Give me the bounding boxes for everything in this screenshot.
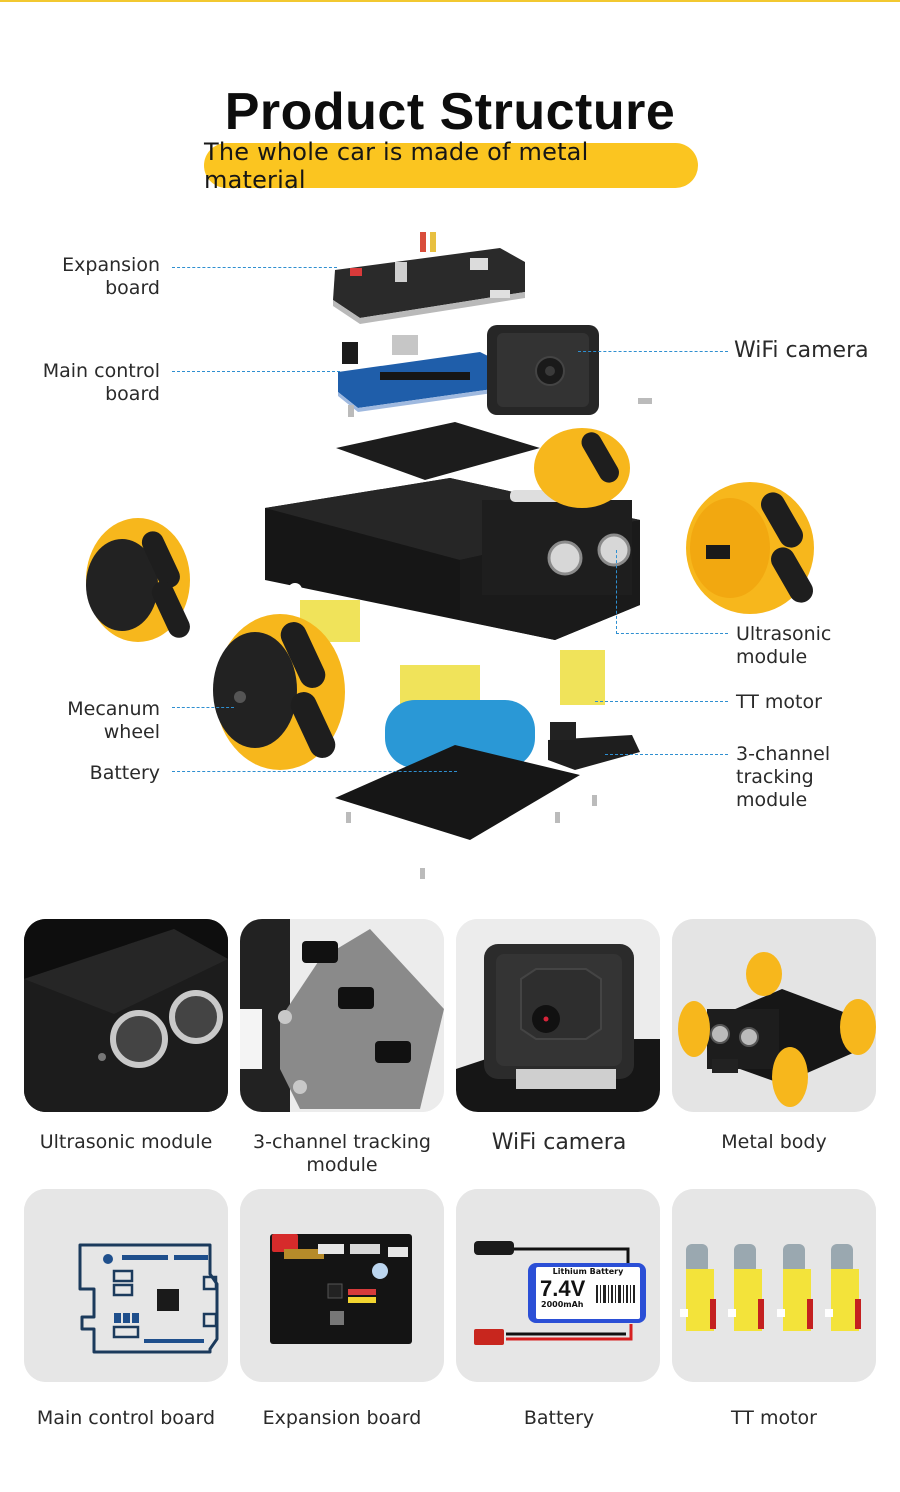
caption-line: Ultrasonic module	[39, 1131, 213, 1153]
label-main-control-board: Main control board	[20, 360, 160, 406]
wifi-camera-illustration	[487, 325, 599, 415]
card-tt-motor	[672, 1189, 876, 1382]
leader-tracking-module	[605, 754, 728, 755]
caption-line: Main control board	[36, 1407, 216, 1429]
label-line: board	[105, 383, 160, 405]
label-line: WiFi camera	[734, 338, 869, 363]
main-control-board-icon	[24, 1189, 228, 1382]
card-main-control-board	[24, 1189, 228, 1382]
label-line: Main control	[42, 360, 160, 382]
leader-ultrasonic-vertical	[616, 550, 617, 634]
mecanum-wheel-illustration	[86, 428, 814, 770]
leader-tt-motor	[595, 701, 728, 702]
top-accent-line	[0, 0, 900, 2]
subtitle-badge: The whole car is made of metal material	[204, 138, 698, 194]
tt-motor-photo	[672, 1189, 876, 1382]
label-battery: Battery	[40, 762, 160, 785]
caption-line: Battery	[523, 1407, 595, 1429]
metal-body-photo	[672, 919, 876, 1112]
ultrasonic-module-photo	[24, 919, 228, 1112]
card-ultrasonic-module	[24, 919, 228, 1112]
subtitle-text: The whole car is made of metal material	[204, 137, 589, 194]
caption-line: TT motor	[731, 1407, 817, 1429]
caption-tracking-module: 3-channel tracking module	[232, 1131, 452, 1177]
label-tracking-module: 3-channel tracking module	[736, 743, 876, 812]
label-mecanum-wheel: Mecanum wheel	[40, 698, 160, 744]
expansion-board-illustration	[333, 232, 525, 324]
card-expansion-board	[240, 1189, 444, 1382]
label-line: Ultrasonic	[736, 623, 832, 645]
caption-battery: Battery	[449, 1407, 669, 1430]
caption-wifi-camera: WiFi camera	[449, 1130, 669, 1156]
battery-capacity: 2000mAh	[541, 1300, 584, 1309]
leader-battery	[172, 771, 457, 772]
caption-ultrasonic-module: Ultrasonic module	[20, 1131, 232, 1154]
label-expansion-board: Expansion board	[40, 254, 160, 300]
page-title: Product Structure	[224, 83, 676, 141]
leader-main-control-board	[172, 371, 340, 372]
leader-ultrasonic-module	[616, 633, 728, 634]
main-control-board-illustration	[338, 335, 500, 412]
battery-label-title: Lithium Battery	[552, 1267, 624, 1276]
battery-voltage: 7.4V	[540, 1276, 586, 1301]
leader-mecanum-wheel	[172, 707, 234, 708]
robot-car-exploded-illustration	[86, 232, 814, 879]
card-metal-body	[672, 919, 876, 1112]
label-line: module	[736, 646, 808, 668]
barcode-icon	[596, 1285, 635, 1303]
caption-metal-body: Metal body	[664, 1131, 884, 1154]
label-line: tracking	[736, 766, 814, 788]
tracking-module-photo	[240, 919, 444, 1112]
expansion-board-photo	[240, 1189, 444, 1382]
caption-expansion-board: Expansion board	[232, 1407, 452, 1430]
leader-wifi-camera	[578, 351, 728, 352]
bottom-plate	[335, 745, 580, 840]
caption-main-control-board: Main control board	[20, 1407, 232, 1430]
label-ultrasonic-module: Ultrasonic module	[736, 623, 876, 669]
caption-line: module	[306, 1154, 378, 1176]
card-tracking-module	[240, 919, 444, 1112]
label-tt-motor: TT motor	[736, 691, 876, 714]
metal-chassis-illustration	[265, 478, 640, 646]
exploded-diagram: Expansion board Main control board Mecan…	[0, 220, 900, 890]
label-line: board	[105, 277, 160, 299]
label-wifi-camera: WiFi camera	[734, 338, 894, 364]
caption-tt-motor: TT motor	[664, 1407, 884, 1430]
battery-illustration	[385, 700, 535, 768]
label-line: wheel	[103, 721, 160, 743]
label-line: module	[736, 789, 808, 811]
caption-line: WiFi camera	[491, 1130, 627, 1155]
caption-line: Metal body	[721, 1131, 827, 1153]
top-plate	[336, 422, 540, 480]
label-line: Battery	[89, 762, 160, 784]
caption-line: Expansion board	[262, 1407, 422, 1429]
card-wifi-camera	[456, 919, 660, 1112]
tracking-module-illustration	[548, 735, 640, 770]
label-line: Mecanum	[67, 698, 160, 720]
label-line: Expansion	[62, 254, 160, 276]
caption-line: 3-channel tracking	[253, 1131, 431, 1153]
card-battery: Lithium Battery 7.4V 2000mAh	[456, 1189, 660, 1382]
wifi-camera-photo	[456, 919, 660, 1112]
label-line: TT motor	[736, 691, 822, 713]
label-line: 3-channel	[736, 743, 831, 765]
leader-expansion-board	[172, 267, 337, 268]
